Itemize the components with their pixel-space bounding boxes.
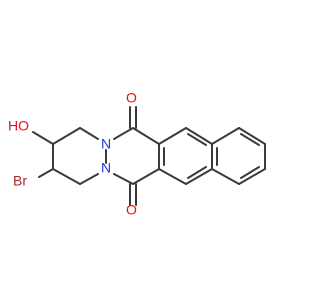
bond xyxy=(158,168,187,185)
oxygen-label: O xyxy=(126,202,137,218)
bond xyxy=(238,127,266,145)
bond-double-inner xyxy=(187,166,207,179)
bond xyxy=(132,168,160,185)
bond xyxy=(238,168,266,185)
bond-double-inner xyxy=(240,133,260,146)
nitrogen-label: N xyxy=(101,160,111,176)
bond xyxy=(211,127,240,145)
bond xyxy=(113,173,134,185)
bond-to-bromine xyxy=(38,168,54,178)
bond xyxy=(211,168,240,185)
bond xyxy=(185,127,213,145)
bond xyxy=(113,127,134,140)
bromine-label: Br xyxy=(13,173,27,189)
bond xyxy=(79,173,99,185)
bond xyxy=(79,127,99,140)
molecule-structure: O O N N HO Br xyxy=(8,90,266,218)
bond-double-inner xyxy=(187,133,207,146)
hydroxyl-label: HO xyxy=(8,118,29,134)
oxygen-label: O xyxy=(126,90,137,106)
bonds xyxy=(32,106,266,206)
bond xyxy=(185,168,213,185)
bond xyxy=(158,127,187,145)
atom-labels: O O N N HO Br xyxy=(8,90,137,218)
nitrogen-label: N xyxy=(101,136,111,152)
bond-to-hydroxyl xyxy=(32,131,54,145)
bond xyxy=(52,168,81,185)
bond xyxy=(132,127,160,145)
bond-double-inner xyxy=(240,166,260,179)
bond xyxy=(52,127,81,145)
